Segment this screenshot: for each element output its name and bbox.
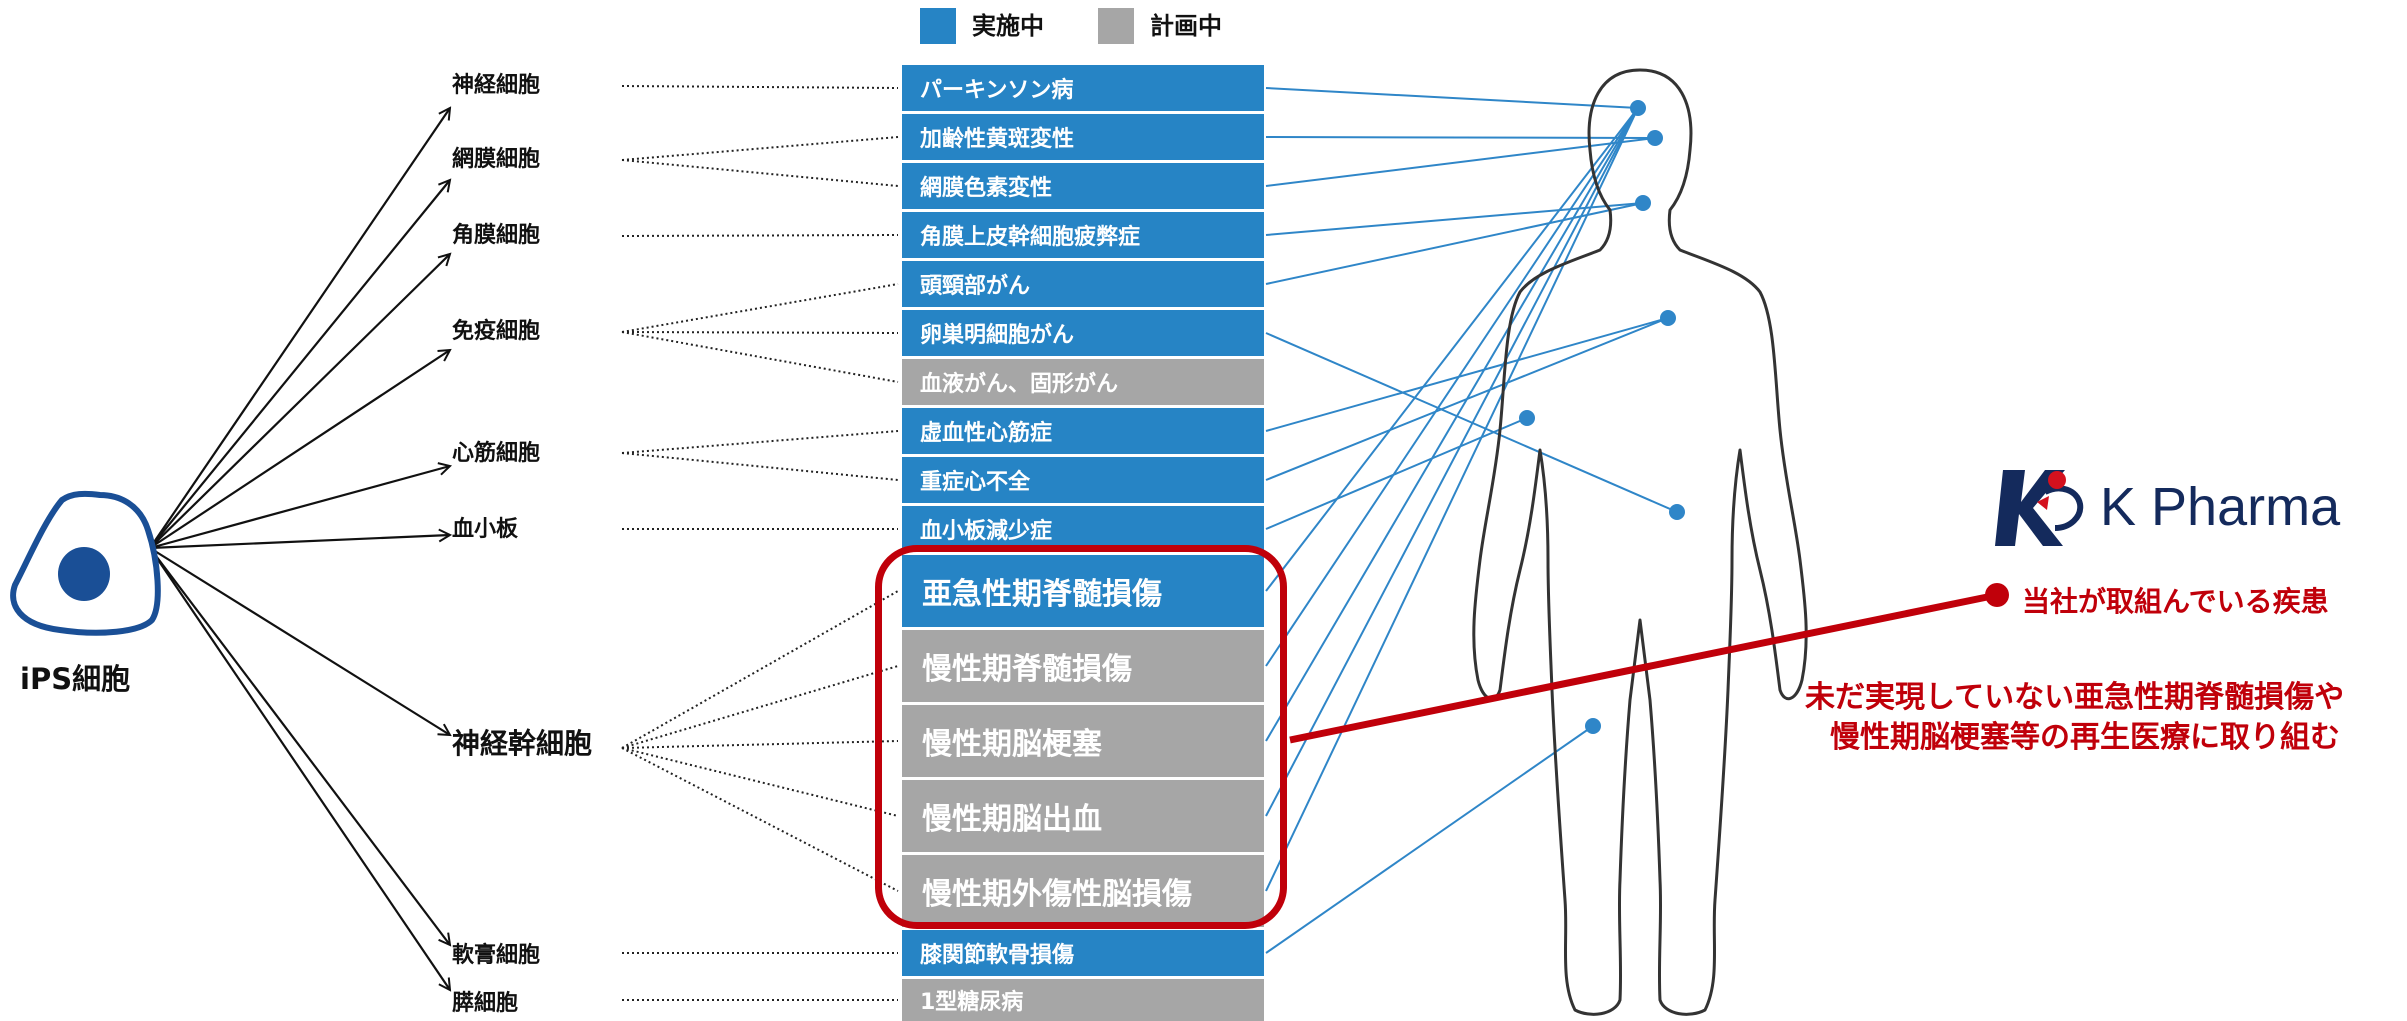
disease-row: 虚血性心筋症: [902, 408, 1264, 454]
disease-row: 頭頸部がん: [902, 261, 1264, 307]
organ-dot: [1647, 130, 1663, 146]
callout-marker-dot: [1985, 583, 2009, 607]
cell-type-immune: 免疫細胞: [452, 319, 541, 344]
dotted-connector: [621, 331, 899, 383]
dotted-connectors: [621, 85, 899, 1001]
dotted-connector: [621, 136, 899, 161]
legend-planned-label: 計画中: [1150, 12, 1222, 40]
dotted-connector: [621, 331, 899, 334]
cell-type-cardio: 心筋細胞: [452, 441, 541, 466]
ips-arrow: [149, 547, 450, 945]
dotted-connector: [621, 747, 899, 817]
ips-arrow: [149, 108, 450, 549]
k-pharma-logo: K Pharma: [1985, 462, 2385, 552]
disease-row: 血小板減少症: [902, 506, 1264, 552]
organ-dot: [1519, 410, 1535, 426]
organ-dot: [1660, 310, 1676, 326]
k-pharma-wordmark: K Pharma: [2100, 477, 2341, 537]
ips-cell-nucleus: [58, 547, 110, 601]
organ-link: [1265, 107, 1639, 817]
organ-dot: [1635, 195, 1651, 211]
organ-link: [1265, 107, 1639, 892]
callout-marker-label: 当社が取組んでいる疾患: [2022, 585, 2329, 618]
disease-row: 角膜上皮幹細胞疲弊症: [902, 212, 1264, 258]
cell-type-cornea: 角膜細胞: [452, 223, 541, 248]
dotted-connector: [621, 665, 899, 749]
ips-arrow: [149, 350, 450, 549]
organ-links: [1265, 87, 1678, 954]
ips-arrow: [149, 254, 450, 549]
legend-planned-swatch: [1098, 8, 1134, 44]
disease-row: 慢性期外傷性脳損傷: [902, 855, 1264, 927]
ips-arrow: [149, 547, 450, 990]
organ-markers: [1519, 100, 1685, 734]
organ-link: [1265, 332, 1678, 513]
disease-row: 亜急性期脊髄損傷: [902, 555, 1264, 627]
dotted-connector: [621, 590, 899, 749]
dotted-connector: [621, 85, 899, 89]
dotted-connector: [621, 747, 899, 892]
disease-row: 慢性期脊髄損傷: [902, 630, 1264, 702]
legend-active-swatch: [920, 8, 956, 44]
disease-row: 慢性期脳梗塞: [902, 705, 1264, 777]
cell-type-platelet: 血小板: [452, 517, 519, 542]
k-pharma-logo-mark: [1995, 470, 2084, 546]
organ-link: [1265, 107, 1639, 667]
ips-arrow: [149, 547, 450, 735]
disease-row: 1型糖尿病: [902, 979, 1264, 1021]
organ-link: [1265, 87, 1639, 109]
ips-arrows: [149, 108, 450, 990]
cell-type-pancreas: 膵細胞: [452, 991, 519, 1016]
human-body-outline: [1472, 68, 1808, 1016]
organ-link: [1265, 725, 1594, 954]
ips-arrow: [149, 180, 450, 549]
callout-description-line-2: 慢性期脳梗塞等の再生医療に取り組む: [1830, 720, 2340, 755]
callout-line: [1289, 591, 1998, 744]
dotted-connector: [621, 452, 899, 481]
dotted-connector: [621, 159, 899, 187]
dotted-connector: [621, 234, 899, 237]
legend-active-label: 実施中: [972, 12, 1044, 40]
cell-type-nerve: 神経細胞: [452, 73, 541, 98]
cell-type-neural-stem: 神経幹細胞: [452, 727, 593, 760]
organ-link: [1265, 107, 1639, 742]
disease-row: 卵巣明細胞がん: [902, 310, 1264, 356]
disease-row: 慢性期脳出血: [902, 780, 1264, 852]
disease-row: 血液がん、固形がん: [902, 359, 1264, 405]
cell-type-cartilage: 軟膏細胞: [452, 943, 541, 968]
organ-link: [1265, 107, 1639, 592]
cell-type-retina: 網膜細胞: [452, 147, 541, 172]
organ-dot: [1585, 718, 1601, 734]
organ-link: [1265, 136, 1656, 139]
disease-row: 網膜色素変性: [902, 163, 1264, 209]
disease-row: パーキンソン病: [902, 65, 1264, 111]
dotted-connector: [621, 430, 899, 454]
dotted-connector: [621, 740, 899, 749]
dotted-connector: [621, 283, 899, 333]
organ-link: [1265, 417, 1528, 530]
focus-diseases-frame: [875, 545, 1287, 929]
callout-description-line-1: 未だ実現していない亜急性期脊髄損傷や: [1805, 680, 2345, 715]
ips-arrow: [149, 466, 450, 550]
ips-arrow: [149, 535, 450, 550]
disease-row: 加齢性黄斑変性: [902, 114, 1264, 160]
organ-link: [1265, 317, 1669, 432]
disease-row: 重症心不全: [902, 457, 1264, 503]
disease-row: 膝関節軟骨損傷: [902, 930, 1264, 976]
organ-dot: [1630, 100, 1646, 116]
ips-cell-label: iPS細胞: [20, 662, 131, 696]
organ-dot: [1669, 504, 1685, 520]
